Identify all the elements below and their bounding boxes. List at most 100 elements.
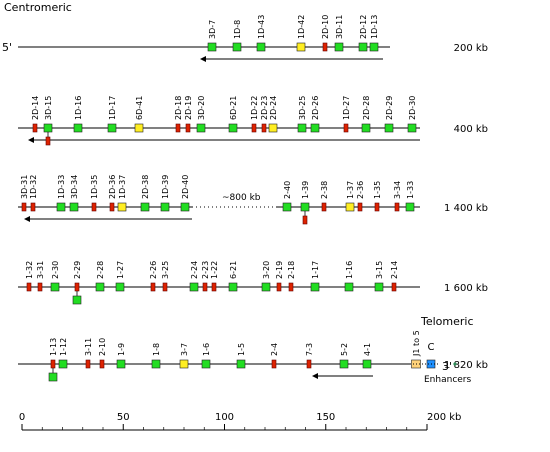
gene-segment: 1D-37 [117,175,127,212]
green-gene-box [405,202,415,212]
gene-label: 6D-41 [135,96,144,120]
enhancer-tail [410,362,457,366]
telomeric-label: Telomeric [420,315,474,328]
gene-label: 3-11 [84,338,93,356]
gene-label: 2D-40 [181,175,190,199]
gene-label: 2D-38 [141,175,150,199]
gene-label: 2D-36 [108,175,117,199]
gene-label: 5-2 [340,343,349,356]
gene-segment: 1D-35 [90,175,99,212]
gene-label: 2-29 [73,261,82,279]
gene-label: 2D-23 [260,96,269,120]
gene-segment: 3-20 [261,261,271,292]
gene-segment: 2-23 [201,261,210,292]
gene-label: 1D-22 [250,96,259,120]
gene-label: 2D-26 [311,96,320,120]
gene-segment: 2D-29 [384,96,394,133]
gene-segment: 6-21 [228,261,238,292]
arrow-head [312,373,318,379]
gene-segment: 3-31 [36,261,45,292]
gene-segment: 1-22 [210,261,219,292]
pseudogene-marker [271,359,277,369]
gene-segment: 1-33 [405,181,415,212]
gene-label: 2D-29 [385,96,394,120]
green-gene-box [56,202,66,212]
pseudogene-marker [37,282,43,292]
gene-segment: 3-25 [161,261,170,292]
pseudogene-marker [202,282,208,292]
gene-label: 2-23 [201,261,210,279]
gene-segment: 2-30 [50,261,60,292]
scale-tick-label: 0 [19,412,25,423]
gene-label: 1D-17 [108,96,117,120]
gene-label: 1D-43 [257,15,266,39]
pseudogene-marker [374,202,380,212]
row-size-label: 1 600 kb [444,283,488,294]
enhancer-dot [453,362,457,366]
green-gene-box [115,282,125,292]
green-gene-box [310,123,320,133]
gene-label: 2-40 [283,181,292,199]
gene-segment: 6D-21 [228,96,238,133]
green-gene-box [228,282,238,292]
gene-label: 2-24 [190,261,199,279]
row-size-label: 400 kb [454,124,488,135]
green-gene-box [282,202,292,212]
pseudogene-marker [85,359,91,369]
pseudogene-marker [357,202,363,212]
pseudogene-marker [322,42,328,52]
gene-segment: 3-11 [84,338,93,369]
gene-label: 1D-35 [90,175,99,199]
gene-label: 1-33 [406,181,415,199]
gene-segment: 2-40 [282,181,292,212]
gene-label: 2-30 [51,261,60,279]
gene-segment: 2D-30 [407,96,417,133]
gene-segment: 2-29 [72,261,82,305]
green-gene-box [339,359,349,369]
gene-label: J1 to 5 [412,330,421,357]
gene-segment: 2D-38 [140,175,150,212]
three-prime-label: 3' [442,360,452,373]
gene-label: 2-10 [98,338,107,356]
gene-segment: 1-32 [25,261,34,292]
gene-label: 2-18 [287,261,296,279]
gene-segment: 3D-25 [297,96,307,133]
gene-segment: 1D-42 [296,15,306,52]
row-size-label: 1 400 kb [444,203,488,214]
gene-label: 3-20 [262,261,271,279]
gene-segment: 2D-24 [268,96,278,133]
gene-segment: 1-9 [116,343,126,369]
green-gene-box [297,123,307,133]
gene-label: 1-16 [345,261,354,279]
green-gene-box [334,42,344,52]
green-gene-box [236,359,246,369]
green-gene-box [384,123,394,133]
scale-tick-label: 100 [215,412,234,423]
pseudogene-marker [50,359,56,369]
yellow-gene-box [296,42,306,52]
row-size-label: 200 kb [454,43,488,54]
gene-label: 7-3 [305,343,314,356]
gene-label: 2D-10 [321,15,330,39]
gene-label: 3-34 [393,181,402,199]
gene-label: 1-9 [117,343,126,356]
green-gene-box [107,123,117,133]
gene-label: 3-15 [375,261,384,279]
gene-label: 2-38 [320,181,329,199]
gene-label: 1D-37 [118,175,127,199]
enhancers-label: Enhancers [424,375,471,385]
gene-label: 6D-21 [229,96,238,120]
centromeric-label: Centromeric [4,1,72,14]
gene-label: 1-22 [210,261,219,279]
pseudogene-marker [306,359,312,369]
pseudogene-marker [276,282,282,292]
gene-segment: 1-37 [345,181,355,212]
green-gene-box [201,359,211,369]
gene-label: 3-25 [161,261,170,279]
gene-segment: 1D-13 [369,15,379,52]
green-gene-box [361,123,371,133]
gene-segment: 3D-31 [20,175,29,212]
arrow-head [24,216,30,222]
gene-segment: 1-17 [310,261,320,292]
